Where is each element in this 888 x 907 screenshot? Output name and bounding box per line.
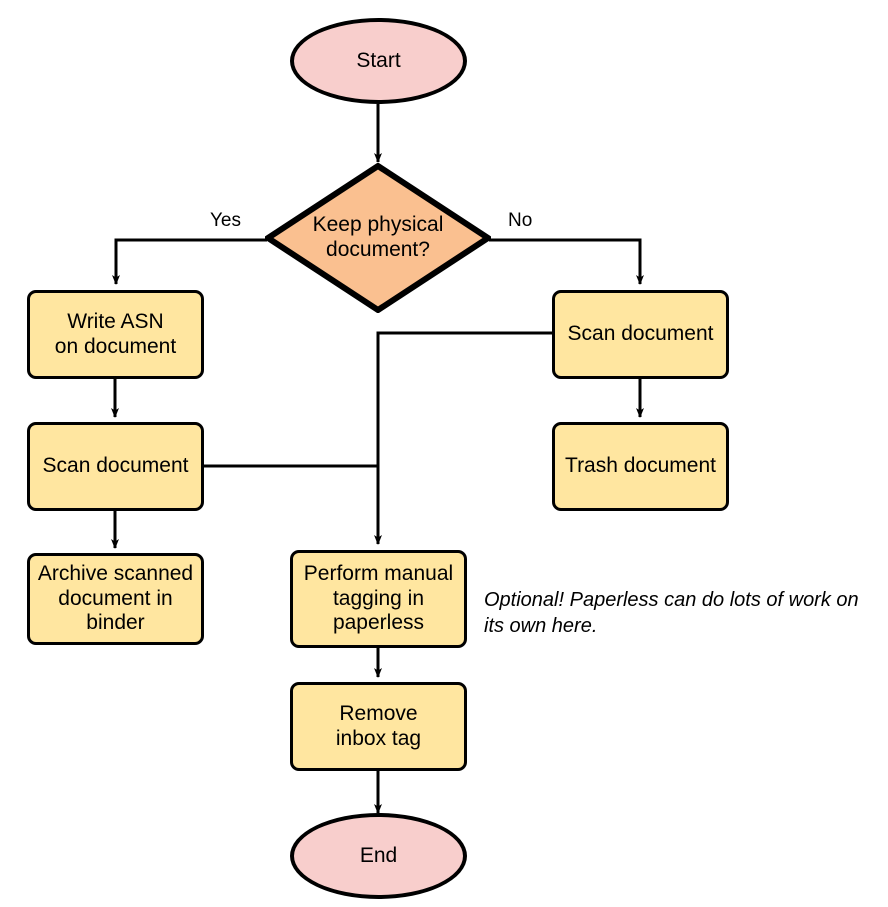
- annotation-optional-note: Optional! Paperless can do lots of work …: [484, 589, 859, 637]
- node-scan-document-right-label: Scan document: [567, 322, 714, 346]
- node-scan-document-left[interactable]: Scan document: [27, 422, 204, 511]
- node-scan-document-left-label: Scan document: [42, 454, 189, 478]
- edge-label-yes: Yes: [210, 210, 241, 231]
- edge-scan-right-to-tagging: [374, 331, 552, 545]
- edge-decision-no-to-scan-right: [489, 238, 644, 285]
- node-remove-inbox-tag[interactable]: Remove inbox tag: [290, 682, 467, 771]
- node-perform-manual-tagging[interactable]: Perform manual tagging in paperless: [290, 550, 467, 648]
- node-keep-physical-document-label: Keep physical document?: [312, 213, 444, 261]
- node-start-label: Start: [356, 48, 401, 72]
- node-keep-physical-document[interactable]: Keep physical document?: [265, 163, 491, 313]
- node-write-asn-on-document[interactable]: Write ASN on document: [27, 290, 204, 379]
- node-end-label: End: [359, 843, 398, 867]
- node-end[interactable]: End: [290, 813, 467, 899]
- node-perform-manual-tagging-label: Perform manual tagging in paperless: [303, 561, 454, 635]
- diamond-shape: [265, 163, 491, 313]
- node-trash-document-label: Trash document: [565, 454, 716, 478]
- node-archive-scanned-document-label: Archive scanned document in binder: [37, 561, 194, 635]
- node-scan-document-right[interactable]: Scan document: [552, 290, 729, 379]
- edge-decision-yes-to-write-asn: [112, 238, 267, 285]
- node-archive-scanned-document[interactable]: Archive scanned document in binder: [27, 553, 204, 645]
- node-write-asn-on-document-label: Write ASN on document: [54, 309, 177, 358]
- node-remove-inbox-tag-label: Remove inbox tag: [335, 701, 422, 750]
- node-trash-document[interactable]: Trash document: [552, 422, 729, 511]
- node-start[interactable]: Start: [290, 18, 467, 104]
- edge-label-no: No: [508, 210, 533, 231]
